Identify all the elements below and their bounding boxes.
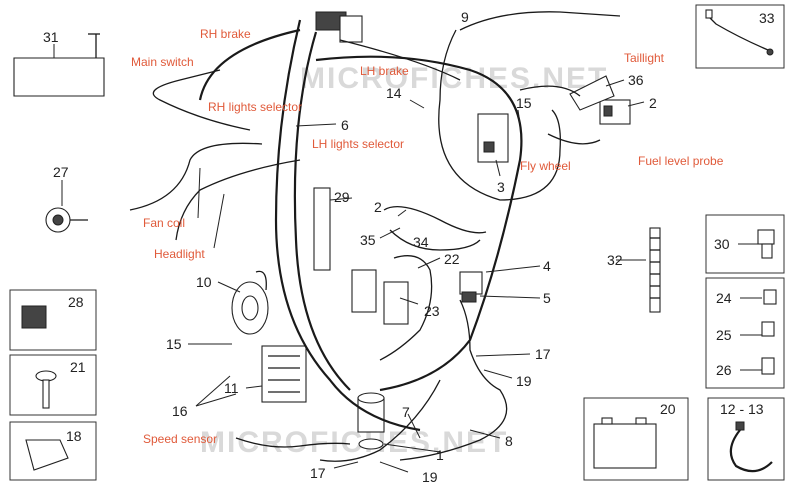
callout-20: 20 <box>660 401 676 417</box>
label-speed-sensor: Speed sensor <box>143 432 217 446</box>
callout-1: 1 <box>436 447 444 463</box>
callout-6: 6 <box>341 117 349 133</box>
callout-2-mid: 2 <box>374 199 382 215</box>
connector-4-5 <box>459 271 483 303</box>
callout-17-bottom: 17 <box>310 465 326 481</box>
regulator-11 <box>261 345 307 403</box>
callout-15-left: 15 <box>166 336 182 352</box>
callout-34: 34 <box>413 234 429 250</box>
callout-16: 16 <box>172 403 188 419</box>
fuse-holder-23 <box>351 269 409 325</box>
callout-19-right: 19 <box>516 373 532 389</box>
callout-15-top: 15 <box>516 95 532 111</box>
label-fan-coil: Fan coil <box>143 216 185 230</box>
callout-36: 36 <box>628 72 644 88</box>
callout-12-13: 12 - 13 <box>720 401 764 417</box>
inset-box-18 <box>9 421 97 481</box>
callout-10: 10 <box>196 274 212 290</box>
label-rh-brake: RH brake <box>200 27 251 41</box>
inset-box-21 <box>9 354 97 416</box>
watermark-top: MICROFICHES.NET <box>300 62 608 95</box>
horn-10 <box>231 270 269 335</box>
watermark-bottom: MICROFICHES.NET <box>200 426 508 459</box>
inset-box-33 <box>695 4 785 69</box>
plate-29 <box>313 187 331 271</box>
callout-24: 24 <box>716 290 732 306</box>
label-fly-wheel: Fly wheel <box>520 159 571 173</box>
callout-28: 28 <box>68 294 84 310</box>
callout-17-right: 17 <box>535 346 551 362</box>
label-lh-brake: LH brake <box>360 64 409 78</box>
label-lh-lights-selector: LH lights selector <box>312 137 404 151</box>
relay-27 <box>45 207 88 233</box>
inset-box-20 <box>583 397 689 481</box>
callout-32: 32 <box>607 252 623 268</box>
callout-22: 22 <box>444 251 460 267</box>
flywheel-sensor-3 <box>477 113 509 163</box>
callout-23: 23 <box>424 303 440 319</box>
callout-30: 30 <box>714 236 730 252</box>
spring-32 <box>649 227 661 313</box>
callout-11: 11 <box>224 380 239 396</box>
inset-box-12-13 <box>707 397 785 481</box>
label-headlight: Headlight <box>154 247 205 261</box>
callout-19-bottom: 19 <box>422 469 438 485</box>
wiring-harness <box>129 11 621 462</box>
fuel-level-probe-2 <box>599 99 631 125</box>
label-main-switch: Main switch <box>131 55 194 69</box>
label-fuel-level-probe: Fuel level probe <box>638 154 724 168</box>
gasket-36 <box>569 75 615 111</box>
callout-26: 26 <box>716 362 732 378</box>
callout-3: 3 <box>497 179 505 195</box>
callout-7: 7 <box>402 404 410 420</box>
callout-2-top: 2 <box>649 95 657 111</box>
starter-relay-1 <box>357 392 385 450</box>
callout-8: 8 <box>505 433 513 449</box>
callout-9: 9 <box>461 9 469 25</box>
callout-29: 29 <box>334 189 350 205</box>
switch-top <box>315 11 363 43</box>
callout-5: 5 <box>543 290 551 306</box>
label-taillight: Taillight <box>624 51 665 65</box>
callout-35: 35 <box>360 232 376 248</box>
callout-25: 25 <box>716 327 732 343</box>
callout-33: 33 <box>759 10 775 26</box>
label-rh-lights-selector: RH lights selector <box>208 100 302 114</box>
callout-14: 14 <box>386 85 402 101</box>
callout-31: 31 <box>43 29 59 45</box>
leader-lines <box>53 44 762 473</box>
bracket-31 <box>13 33 105 97</box>
callout-21: 21 <box>70 359 86 375</box>
callout-4: 4 <box>543 258 551 274</box>
callout-18: 18 <box>66 428 82 444</box>
callout-27: 27 <box>53 164 69 180</box>
inset-box-28 <box>9 289 97 351</box>
